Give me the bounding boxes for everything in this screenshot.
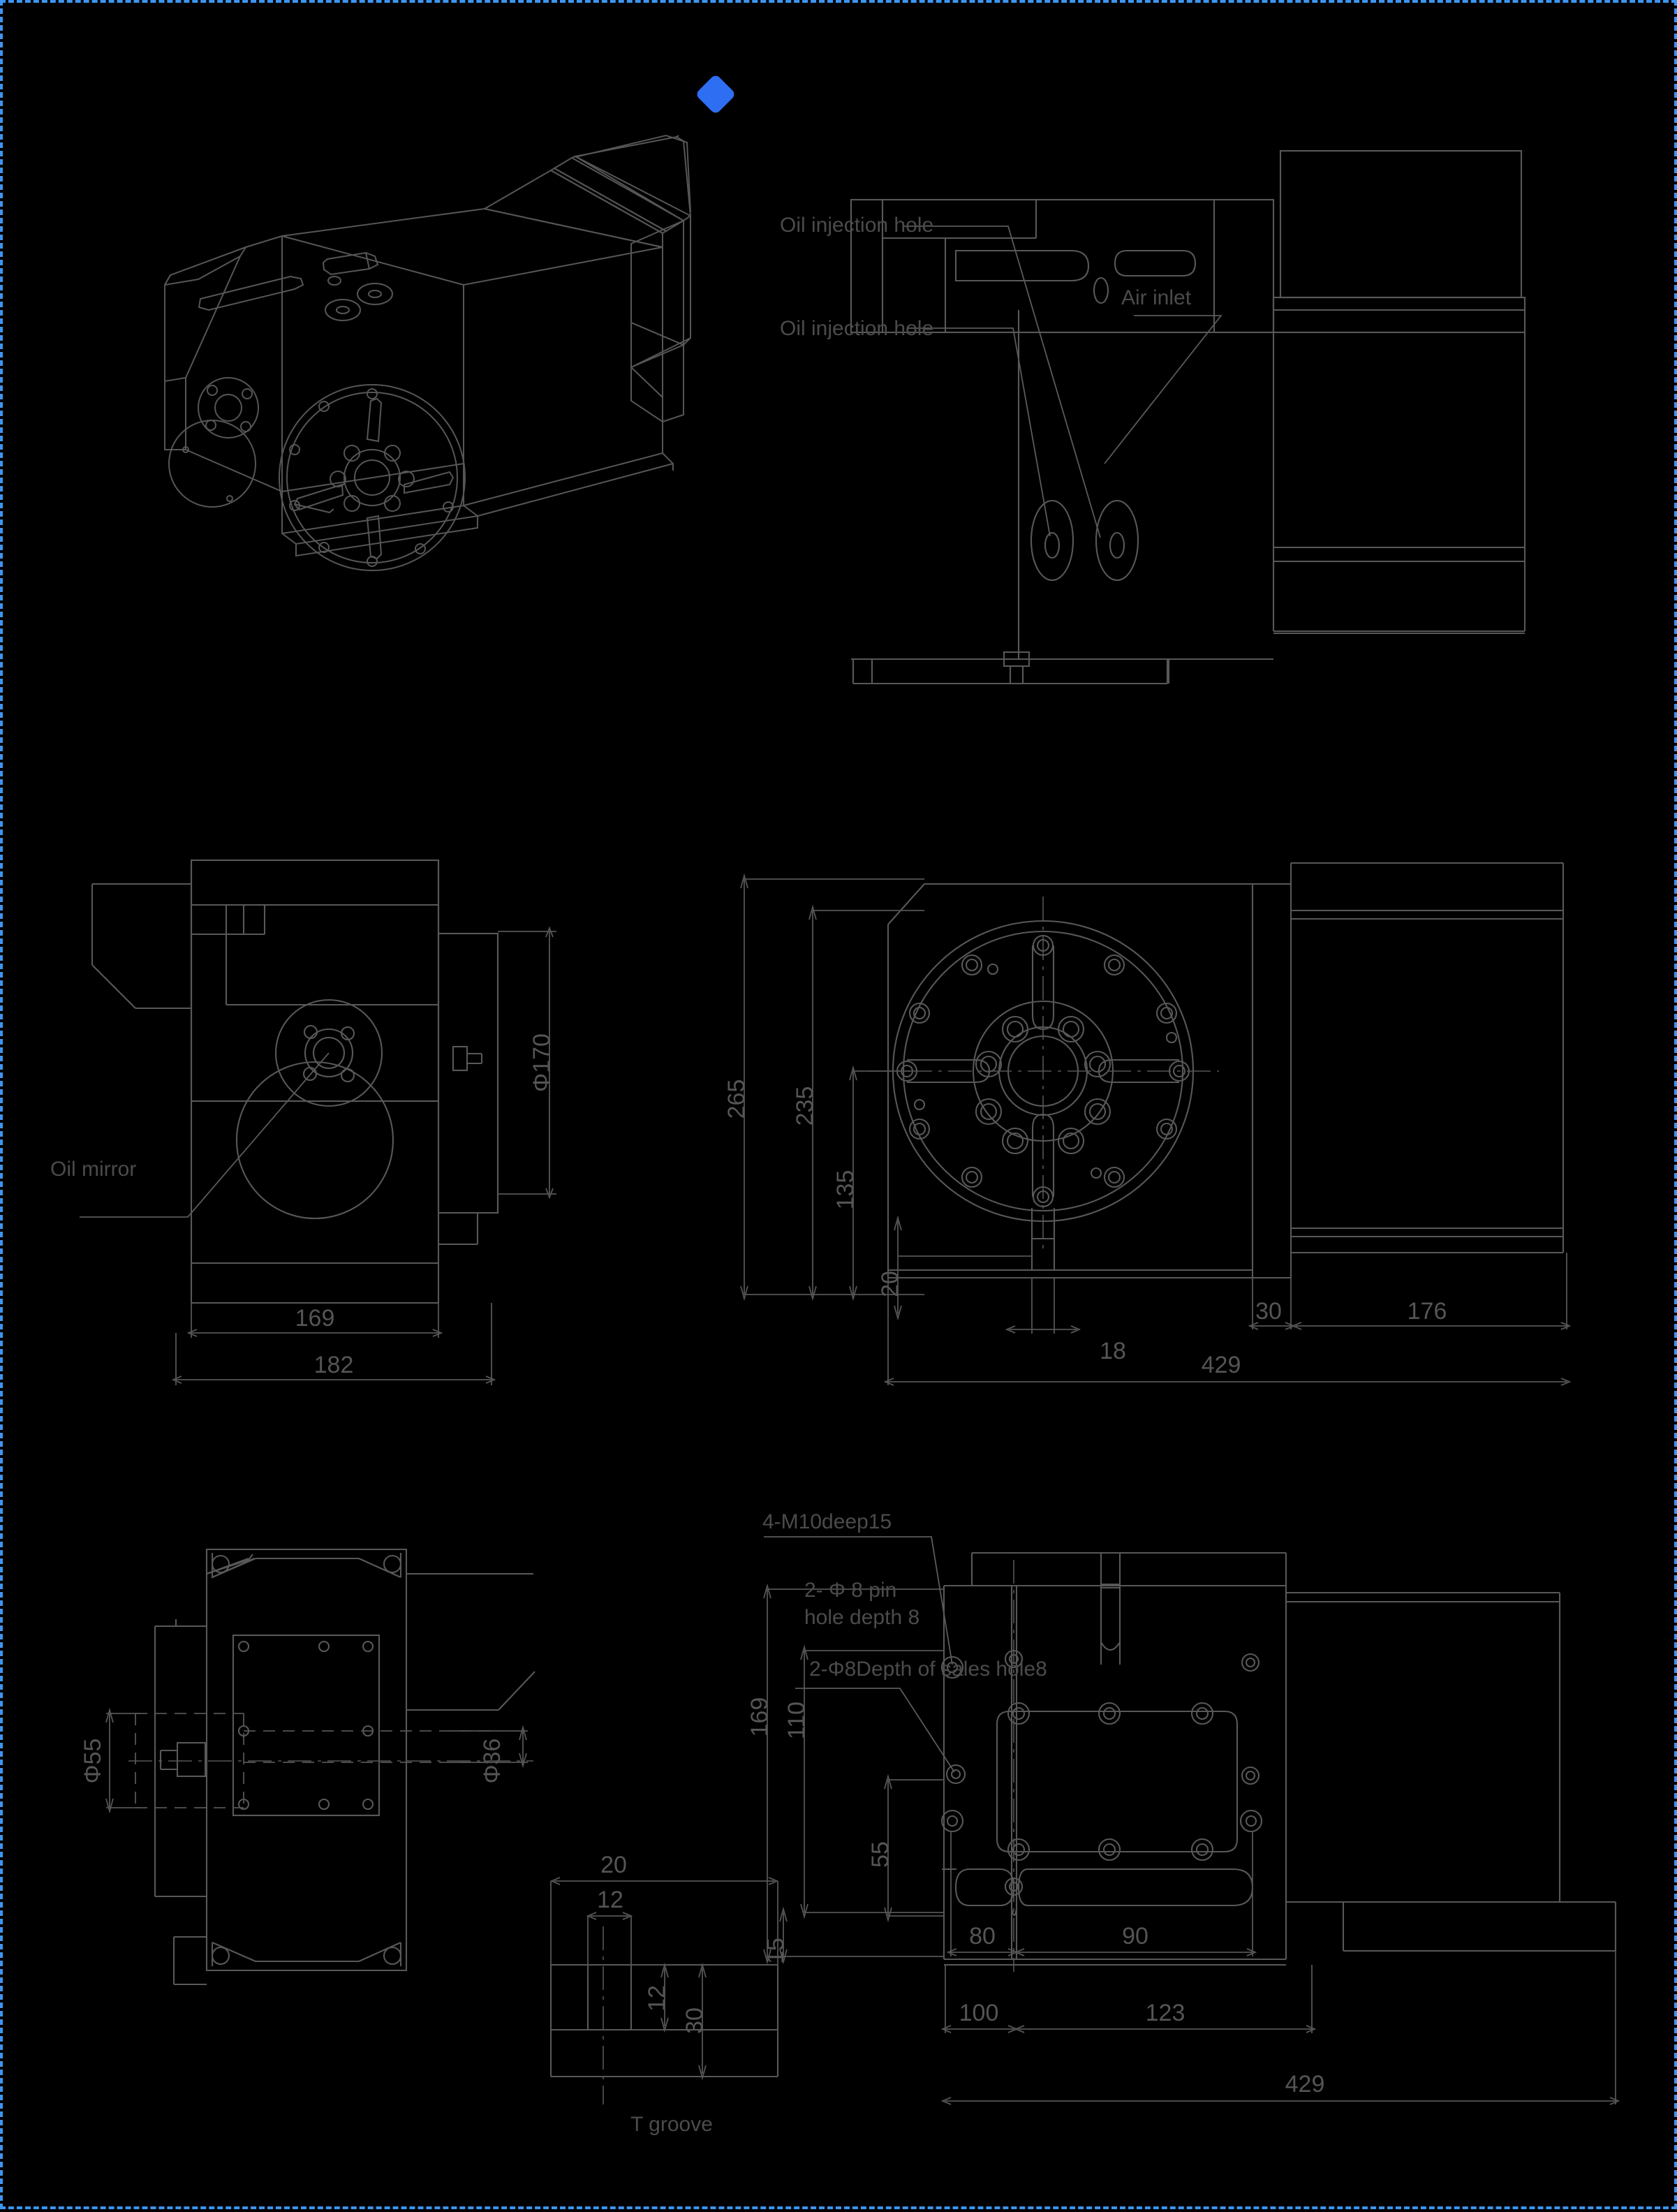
label-m10-deep15: 4-M10deep15 (762, 1510, 892, 1533)
dim-phi36: Φ36 (479, 1739, 505, 1784)
dim-135: 135 (832, 1170, 859, 1210)
top-view (850, 149, 1526, 685)
label-oil-mirror: Oil mirror (50, 1158, 136, 1181)
dim-15: 15 (762, 1938, 789, 1964)
dim-18: 18 (1100, 1338, 1126, 1364)
dim-235: 235 (792, 1086, 818, 1126)
dim-265: 265 (723, 1079, 750, 1119)
plan-view (763, 1536, 1620, 2105)
dim-30: 30 (1255, 1298, 1282, 1325)
dim-phi55: Φ55 (80, 1739, 106, 1784)
dim-429-front: 429 (1202, 1352, 1241, 1378)
label-sales-hole: 2-Φ8Depth of sales hole8 (809, 1658, 1047, 1681)
dim-tgroove-20: 20 (600, 1852, 627, 1878)
left-side-view (80, 859, 556, 1385)
dim-tgroove-12w: 12 (597, 1887, 623, 1913)
label-oil-injection-hole-1: Oil injection hole (780, 214, 933, 237)
t-groove-detail (549, 1877, 779, 2104)
dim-20-front: 20 (877, 1271, 903, 1297)
dim-169-left: 169 (295, 1305, 335, 1332)
dim-tgroove-12d: 12 (644, 1985, 670, 2012)
front-view (740, 862, 1572, 1386)
label-air-inlet: Air inlet (1121, 286, 1192, 309)
isometric-view (164, 134, 692, 571)
dim-80: 80 (969, 1923, 996, 1949)
dim-429-plan: 429 (1285, 2071, 1325, 2097)
dim-123: 123 (1146, 2000, 1185, 2026)
label-oil-injection-hole-2: Oil injection hole (780, 317, 933, 340)
dim-182: 182 (314, 1352, 354, 1378)
label-pin-hole-line2: hole depth 8 (804, 1606, 919, 1629)
dim-phi170: Φ170 (529, 1033, 555, 1092)
label-t-groove: T groove (630, 2113, 713, 2136)
label-pin-hole-line1: 2- Φ 8 pin (804, 1579, 896, 1602)
dim-176: 176 (1408, 1298, 1447, 1325)
bottom-left-view (105, 1548, 535, 1986)
dim-100: 100 (959, 2000, 999, 2026)
dim-90: 90 (1122, 1923, 1148, 1949)
dim-169-plan: 169 (746, 1697, 773, 1737)
dim-55: 55 (867, 1841, 894, 1868)
dim-110: 110 (783, 1702, 810, 1739)
technical-drawing-svg: Oil injection hole Oil injection hole Ai… (50, 134, 1620, 2136)
dim-tgroove-30: 30 (681, 2007, 708, 2034)
